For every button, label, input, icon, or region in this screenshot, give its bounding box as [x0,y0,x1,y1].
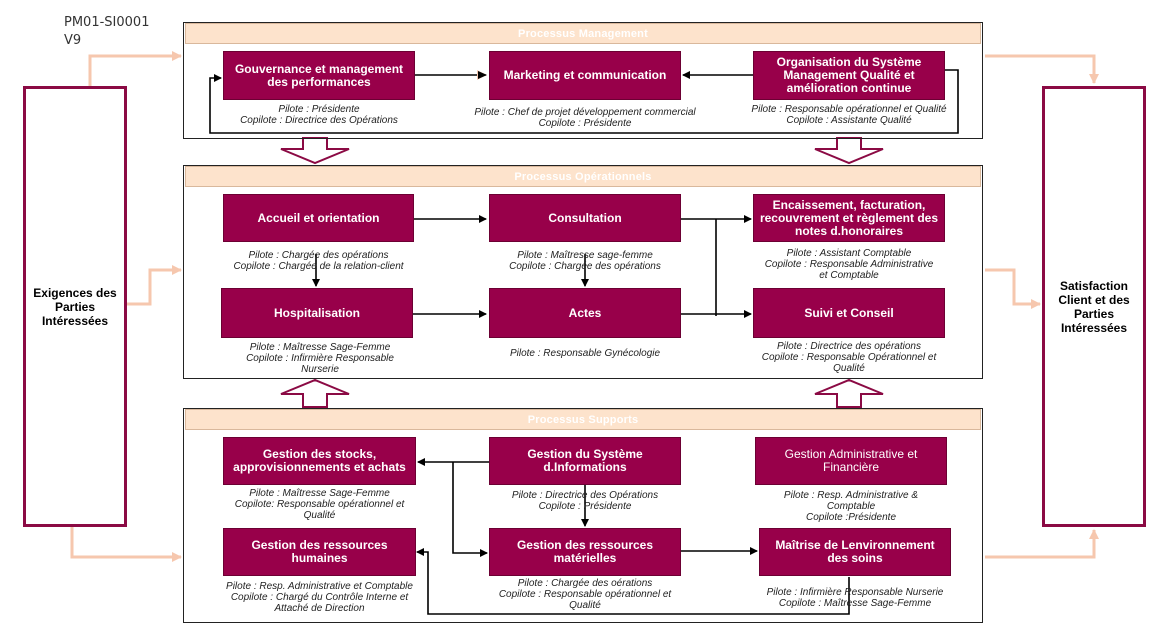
caption-marketing: Pilote : Chef de projet développement co… [455,107,715,129]
process-encaissement[interactable]: Encaissement, facturation, recouvrement … [753,194,945,242]
caption-consultation: Pilote : Maîtresse sage-femme Copilote :… [475,250,695,272]
caption-rh: Pilote : Resp. Administrative et Comptab… [209,581,430,614]
copilote-suivi-cont: Qualité [833,363,865,374]
copilote-consultation: Copilote : Chargée des opérations [509,261,661,272]
link-stocks-materielles [452,462,488,557]
up-arrow-left [280,378,350,408]
caption-accueil: Pilote : Chargée des opérations Copilote… [209,250,428,272]
down-arrow-right [814,137,884,165]
copilote-organisation: Copilote : Assistante Qualité [786,115,912,126]
process-materielles[interactable]: Gestion des ressources matérielles [489,528,681,576]
copilote-materielles-cont: Qualité [569,600,601,611]
inputs-label: Exigences des Parties Intéressées [33,285,117,328]
flow-output-operational [985,268,1041,309]
caption-stocks: Pilote : Maîtresse Sage-Femme Copilote: … [209,488,430,521]
copilote-gouvernance: Copilote : Directrice des Opérations [240,115,398,126]
pilote-environnement: Pilote : Infirmière Responsable Nurserie [766,587,944,598]
copilote-encaissement: Copilote : Responsable Administrative [764,259,934,270]
flow-input-management [88,51,182,87]
process-stocks[interactable]: Gestion des stocks, approvisionnements e… [223,437,416,485]
caption-encaissement: Pilote : Assistant Comptable Copilote : … [735,248,963,281]
pilote-accueil: Pilote : Chargée des opérations [248,250,389,261]
operationnels-frame [183,165,983,379]
pilote-admin-cont: Comptable [826,501,876,512]
pilote-organisation: Pilote : Responsable opérationnel et Qua… [751,104,947,115]
caption-suivi: Pilote : Directrice des opérations Copil… [735,341,963,374]
down-arrow-left [280,137,350,165]
supports-title: Processus Supports [185,409,981,430]
copilote-marketing: Copilote : Présidente [538,118,632,129]
up-arrow-right [814,378,884,408]
document-version: V9 [64,33,82,48]
copilote-rh-cont: Attaché de Direction [274,603,365,614]
inputs-box: Exigences des Parties Intéressées [23,86,127,527]
link-management-loop [209,69,959,134]
process-consultation[interactable]: Consultation [489,194,681,242]
caption-organisation: Pilote : Responsable opérationnel et Qua… [729,104,969,126]
flow-input-supports [70,527,182,562]
copilote-rh: Copilote : Chargé du Contrôle Interne et [230,592,409,603]
pilote-marketing: Pilote : Chef de projet développement co… [474,107,696,118]
document-reference: PM01-SI0001 [64,15,150,30]
caption-materielles: Pilote : Chargée des oérations Copilote … [475,578,695,611]
supports-frame [183,408,983,623]
layer-arrows [280,137,884,408]
process-actes[interactable]: Actes [489,288,681,338]
link-environnement-rh [416,548,850,615]
copilote-encaissement-cont: et Comptable [819,270,879,281]
copilote-admin: Copilote :Présidente [805,512,897,523]
pilote-actes: Pilote : Responsable Gynécologie [509,348,661,359]
process-rh[interactable]: Gestion des ressources humaines [223,528,416,576]
copilote-environnement: Copilote : Maîtresse Sage-Femme [778,598,932,609]
process-environnement[interactable]: Maîtrise de Lenvironnement des soins [759,528,951,576]
caption-gouvernance: Pilote : Présidente Copilote : Directric… [209,104,429,126]
process-gouvernance[interactable]: Gouvernance et management des performanc… [223,51,415,100]
copilote-hospitalisation: Copilote : Infirmière Responsable [246,353,394,364]
process-accueil[interactable]: Accueil et orientation [223,194,414,242]
flow-output-management [985,54,1099,84]
flow-input-operational [127,265,182,306]
copilote-stocks: Copilote: Responsable opérationnel et [234,499,405,510]
link-gouvernance-marketing-head [478,71,487,79]
copilote-hospitalisation-cont: Nurserie [301,364,339,375]
outputs-label: Satisfaction Client et des Parties Intér… [1058,278,1130,335]
caption-environnement: Pilote : Infirmière Responsable Nurserie… [745,587,965,609]
caption-si: Pilote : Directrice des Opérations Copil… [475,490,695,512]
outputs-box: Satisfaction Client et des Parties Intér… [1042,86,1146,527]
copilote-suivi: Copilote : Responsable Opérationnel et [761,352,937,363]
copilote-stocks-cont: Qualité [303,510,336,521]
caption-hospitalisation: Pilote : Maîtresse Sage-Femme Copilote :… [220,342,420,375]
process-si[interactable]: Gestion du Système d.Informations [489,437,681,485]
process-admin[interactable]: Gestion Administrative et Financière [755,437,947,485]
flow-arrows [70,51,1099,562]
pilote-gouvernance: Pilote : Présidente [278,104,360,115]
process-marketing[interactable]: Marketing et communication [489,51,681,100]
pilote-suivi: Pilote : Directrice des opérations [777,341,921,352]
caption-actes: Pilote : Responsable Gynécologie [475,348,695,359]
process-organisation[interactable]: Organisation du Système Management Quali… [753,51,945,100]
caption-admin: Pilote : Resp. Administrative & Comptabl… [741,490,961,523]
copilote-materielles: Copilote : Responsable opérationnel et [498,589,672,600]
pilote-rh: Pilote : Resp. Administrative et Comptab… [226,581,413,592]
copilote-si: Copilote : Présidente [538,501,632,512]
pilote-si: Pilote : Directrice des Opérations [511,490,659,501]
process-hospitalisation[interactable]: Hospitalisation [221,288,413,338]
management-title: Processus Management [185,23,981,44]
copilote-accueil: Copilote : Chargée de la relation-client [233,261,404,272]
pilote-consultation: Pilote : Maîtresse sage-femme [517,250,653,261]
pilote-encaissement: Pilote : Assistant Comptable [786,248,912,259]
operationnels-title: Processus Opérationnels [185,166,981,187]
pilote-stocks: Pilote : Maîtresse Sage-Femme [249,488,390,499]
flow-output-supports [985,529,1099,559]
pilote-materielles: Pilote : Chargée des oérations [517,578,653,589]
process-suivi[interactable]: Suivi et Conseil [753,288,945,338]
pilote-hospitalisation: Pilote : Maîtresse Sage-Femme [249,342,391,353]
management-frame [183,22,983,139]
pilote-admin: Pilote : Resp. Administrative & [783,490,919,501]
